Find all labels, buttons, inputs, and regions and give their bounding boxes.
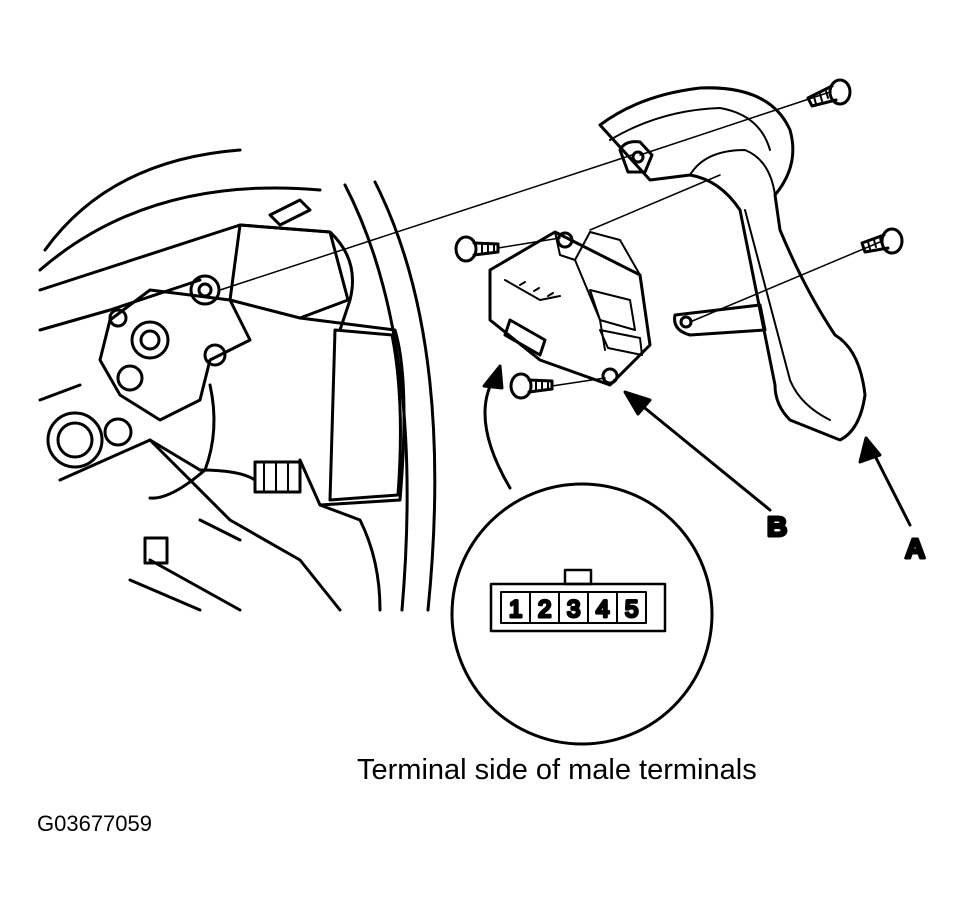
connector-pin-3: 3 bbox=[567, 596, 580, 623]
callout-arrow-a bbox=[858, 436, 912, 527]
assembly-lines bbox=[219, 91, 881, 387]
connector-view-arrow bbox=[482, 364, 512, 490]
connector-pin-2: 2 bbox=[538, 596, 551, 623]
connector-pin-4: 4 bbox=[596, 596, 609, 623]
connector-pin-5: 5 bbox=[625, 596, 638, 623]
switch-b bbox=[488, 230, 652, 387]
steering-wheel bbox=[38, 148, 437, 612]
callout-label-b: B bbox=[767, 511, 787, 542]
callout-arrow-b bbox=[623, 390, 772, 512]
screws bbox=[454, 78, 904, 400]
connector-caption: Terminal side of male terminals bbox=[357, 754, 757, 786]
cover-a bbox=[598, 86, 867, 442]
callout-label-a: A bbox=[905, 533, 925, 564]
connector-detail-inset: 1 2 3 4 5 bbox=[450, 482, 714, 746]
connector-pin-cells bbox=[500, 591, 647, 624]
connector-pin-1: 1 bbox=[509, 596, 522, 623]
figure-id: G03677059 bbox=[37, 811, 152, 836]
